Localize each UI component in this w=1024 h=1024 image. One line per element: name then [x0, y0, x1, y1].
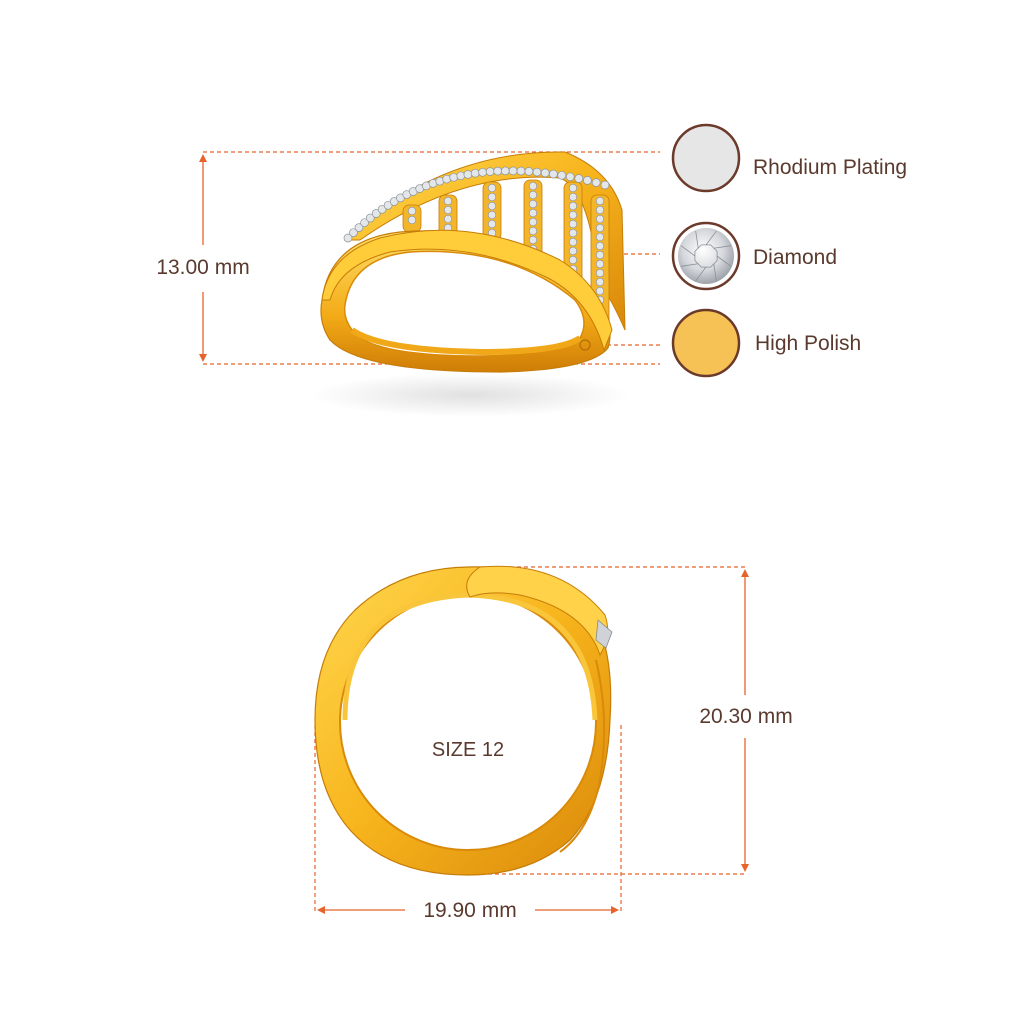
front-dimensions — [314, 566, 749, 914]
front-width-label: 19.90 mm — [423, 899, 516, 922]
diamond-stone — [365, 213, 375, 223]
diamond-stone — [516, 166, 526, 176]
diamond-stone — [568, 192, 578, 202]
diamond-stone — [595, 259, 605, 269]
diamond-stone — [595, 214, 605, 224]
diamond-stone — [487, 201, 497, 211]
diamond-facet — [713, 263, 717, 282]
diamond-stone — [485, 167, 495, 176]
diamond-stone — [595, 205, 605, 215]
diamond-stone — [443, 205, 453, 215]
diamond-stone — [595, 250, 605, 260]
diamond-stone — [487, 210, 497, 220]
diamond-stone — [478, 167, 487, 177]
diamond-stone — [528, 199, 538, 209]
diamond-stone — [568, 237, 578, 247]
diamond-stone — [595, 232, 605, 242]
diamond-facet — [680, 263, 699, 267]
diamond-stone — [574, 174, 584, 183]
ring-size-label: SIZE 12 — [432, 739, 504, 761]
ring-front-view — [314, 565, 613, 876]
diamond-stone — [470, 168, 480, 178]
diamond-stone — [583, 176, 592, 185]
diamond-stone — [343, 233, 353, 243]
diamond-stone — [595, 277, 605, 287]
diamond-swatch-icon — [671, 221, 741, 291]
diamond-stone — [377, 204, 387, 214]
diamond-stone — [549, 169, 558, 179]
diamond-stone — [528, 208, 538, 218]
rhodium-swatch-icon — [671, 123, 741, 193]
diamond-stone — [528, 226, 538, 236]
material-swatches — [671, 123, 741, 378]
diamond-stone — [591, 178, 601, 187]
diamond-stone — [568, 210, 578, 220]
diamond-stone — [449, 172, 459, 182]
diamond-facet — [713, 245, 732, 249]
gold-swatch-icon — [671, 308, 741, 378]
diamond-stone — [487, 192, 497, 202]
diamond-facet — [705, 230, 717, 246]
diamond-stone — [354, 223, 364, 232]
diamond-stone — [493, 166, 503, 176]
diamond-stone — [443, 214, 453, 224]
diamond-stone — [600, 180, 610, 190]
diamond-stone — [487, 219, 497, 229]
diamond-facet — [695, 230, 699, 249]
diamond-stone — [568, 219, 578, 229]
diamond-stone — [528, 190, 538, 200]
diamond-stone — [487, 183, 497, 193]
diamond-stone — [508, 166, 518, 176]
diamond-facet — [716, 255, 732, 267]
top-height-dimension — [199, 151, 660, 365]
diamond-stone — [528, 217, 538, 227]
top-height-label: 13.00 mm — [156, 256, 249, 279]
diamond-stone — [540, 168, 550, 178]
diamond-stone — [557, 170, 567, 180]
diamond-facet — [695, 266, 707, 282]
diamond-stone — [595, 196, 605, 206]
diamond-stone — [568, 246, 578, 256]
material-label-diamond: Diamond — [753, 246, 837, 269]
diamond-stone — [463, 170, 473, 179]
diamond-stone — [532, 167, 542, 177]
front-height-label: 20.30 mm — [699, 705, 792, 728]
diamond-table — [694, 244, 718, 268]
diamond-stone — [371, 209, 381, 218]
diamond-stone — [407, 215, 417, 225]
diamond-stone — [500, 166, 510, 176]
diamond-facet — [680, 245, 696, 257]
diamond-stone — [524, 167, 534, 176]
material-label-polish: High Polish — [755, 332, 861, 355]
diamond-stone — [407, 206, 417, 216]
diamond-stone — [595, 286, 605, 296]
diamond-stone — [443, 196, 453, 206]
diamond-stone — [349, 228, 358, 238]
diamond-stone — [568, 201, 578, 211]
material-label-rhodium: Rhodium Plating — [753, 156, 907, 179]
diamond-stone — [595, 241, 605, 251]
diamond-stone — [565, 172, 575, 182]
diamond-stone — [456, 171, 466, 181]
ring-top-view — [310, 151, 630, 417]
diamond-stone — [528, 235, 538, 245]
diamond-bars — [402, 179, 610, 331]
diamond-stone — [595, 223, 605, 233]
diamond-stone — [595, 268, 605, 278]
diamond-stone — [360, 218, 369, 228]
diamond-stone — [568, 228, 578, 238]
diamond-stone — [568, 183, 578, 193]
diamond-arc — [343, 166, 610, 243]
diamond-stone — [568, 255, 578, 265]
diamond-stone — [528, 181, 538, 191]
